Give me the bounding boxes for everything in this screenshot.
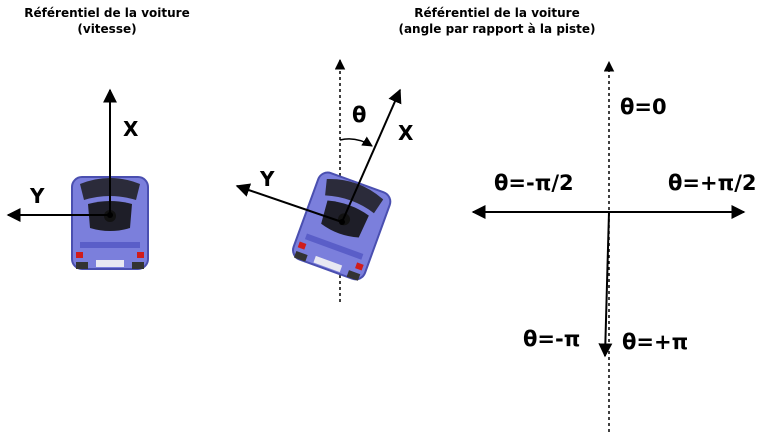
middle-y-label: Y bbox=[259, 167, 275, 191]
middle-title-line2: (angle par rapport à la piste) bbox=[398, 22, 595, 36]
middle-x-axis-arrow bbox=[341, 88, 402, 223]
right-theta-zero-label: θ=0 bbox=[620, 95, 667, 119]
right-theta-minus-half-pi-label: θ=-π/2 bbox=[494, 171, 574, 195]
middle-x-label: X bbox=[398, 121, 414, 145]
left-x-label: X bbox=[123, 117, 139, 141]
left-origin-dot bbox=[107, 212, 113, 218]
right-theta-plus-pi-label: θ=+π bbox=[622, 330, 688, 354]
middle-y-axis-arrow bbox=[235, 183, 343, 223]
middle-theta-arc bbox=[339, 136, 373, 147]
right-axis-down-arrow bbox=[598, 211, 613, 358]
middle-theta-label: θ bbox=[352, 103, 366, 127]
middle-car bbox=[289, 168, 395, 284]
right-theta-plus-half-pi-label: θ=+π/2 bbox=[668, 171, 757, 195]
left-title-line1: Référentiel de la voiture bbox=[24, 6, 189, 20]
middle-title-line1: Référentiel de la voiture bbox=[414, 6, 579, 20]
middle-origin-dot bbox=[339, 219, 345, 225]
right-theta-minus-pi-label: θ=-π bbox=[523, 327, 580, 351]
left-y-label: Y bbox=[29, 184, 45, 208]
left-title-line2: (vitesse) bbox=[77, 22, 136, 36]
